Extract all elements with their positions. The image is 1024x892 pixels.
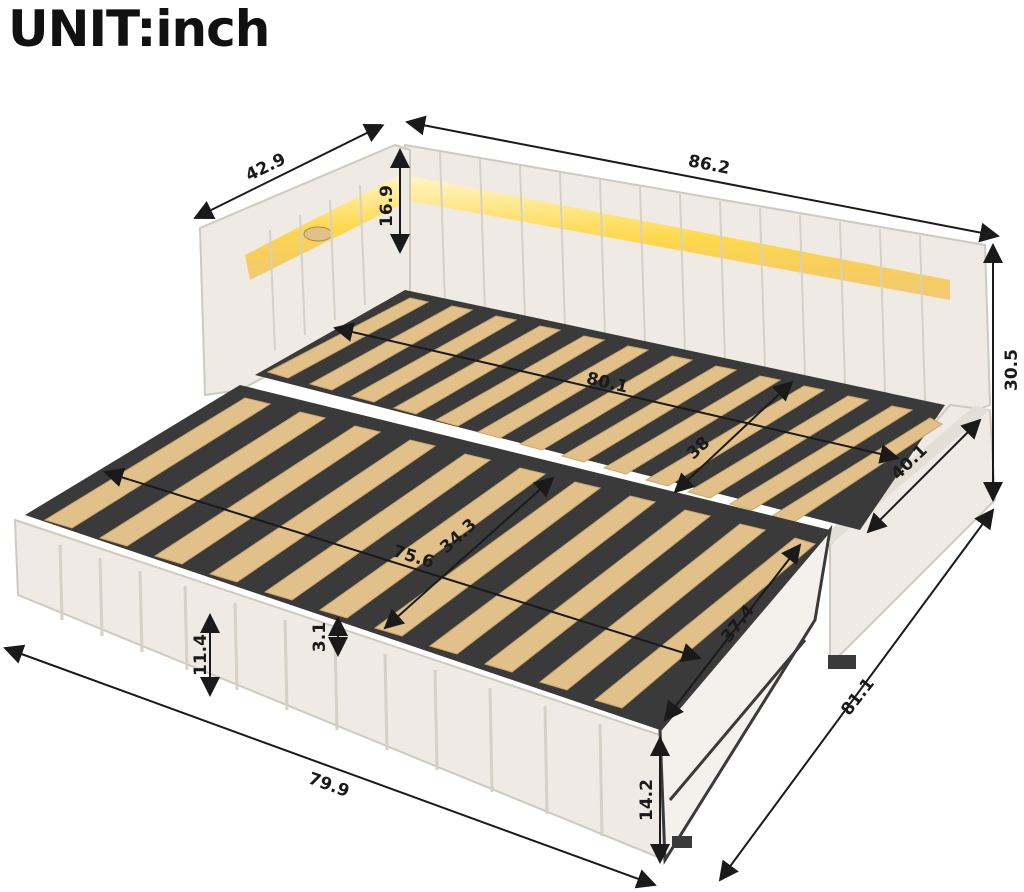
label-42-9: 42.9 (243, 149, 289, 185)
label-14-2: 14.2 (637, 779, 657, 821)
dim-line-79-9 (3, 644, 657, 889)
dim-line-80-1 (333, 322, 900, 464)
dim-line-34-3 (383, 476, 555, 630)
label-3-1: 3.1 (310, 622, 330, 652)
unit-title: UNIT:inch (8, 0, 270, 58)
label-11-4: 11.4 (191, 634, 211, 676)
label-86-2: 86.2 (686, 151, 731, 179)
label-30-5: 30.5 (1002, 349, 1022, 391)
label-79-9: 79.9 (306, 769, 352, 802)
label-16-9: 16.9 (377, 185, 397, 227)
dim-line-42-9 (193, 124, 385, 219)
label-81-1: 81.1 (837, 674, 879, 719)
dim-line-86-2 (405, 115, 1000, 243)
dim-line-81-1 (718, 508, 995, 882)
dimension-lines (3, 115, 1003, 889)
